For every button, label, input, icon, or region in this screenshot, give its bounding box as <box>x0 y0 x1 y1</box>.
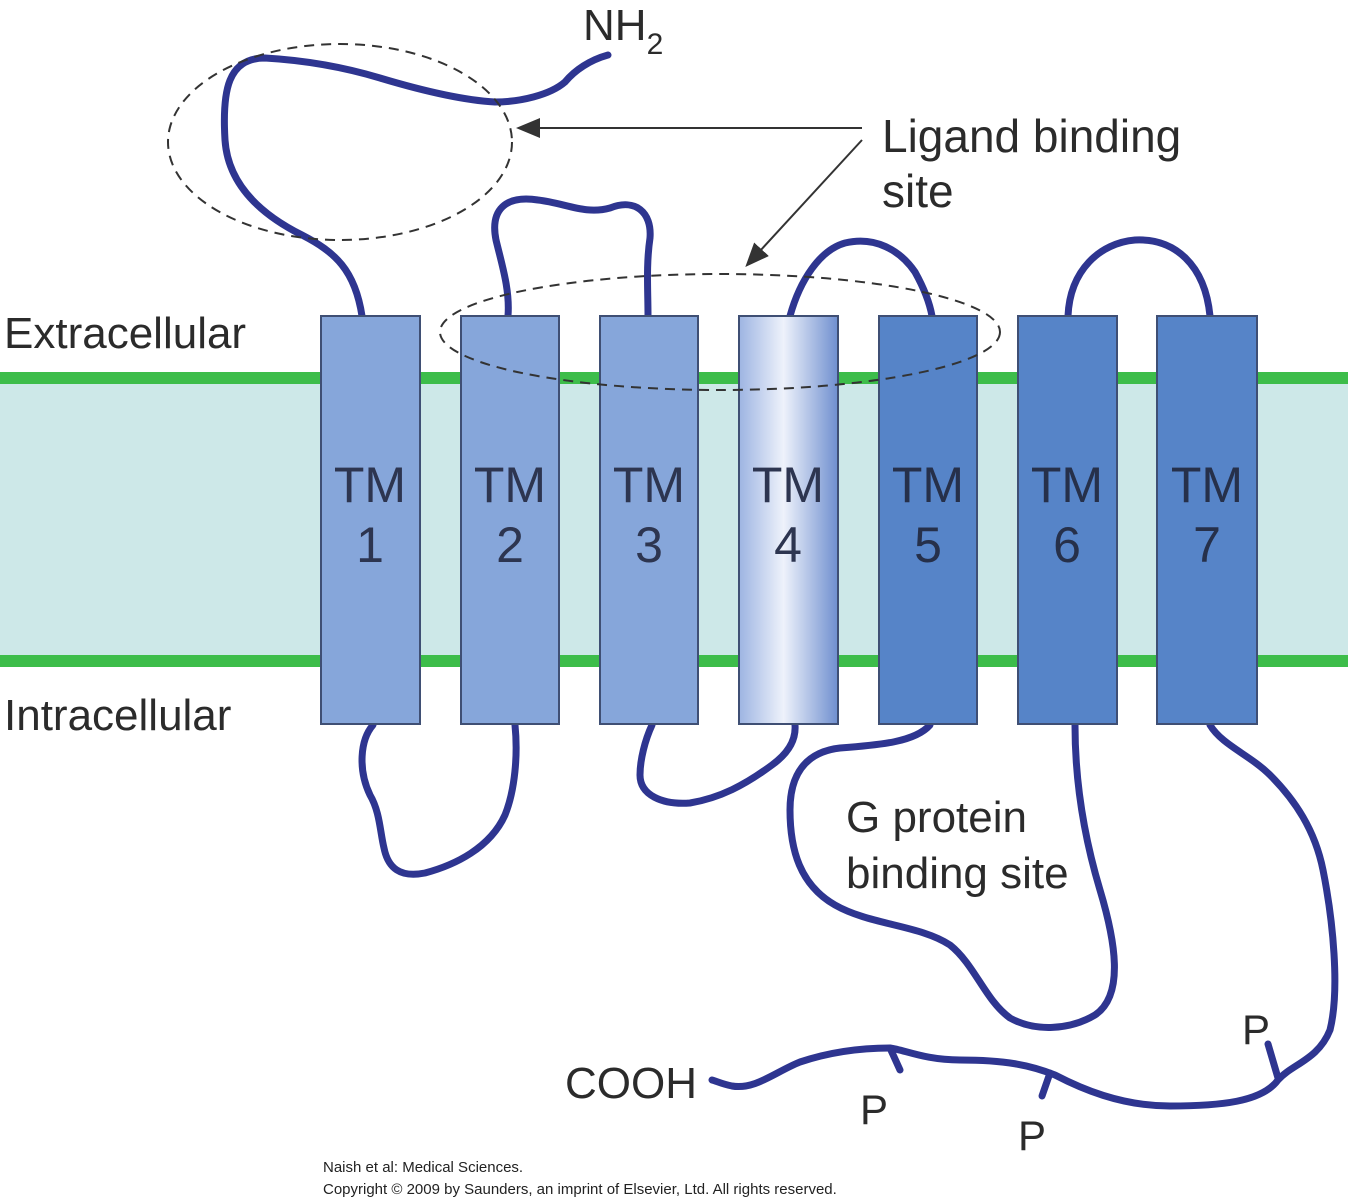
helix-tm4: TM 4 <box>738 315 839 725</box>
ligand-arrow-lower <box>745 139 863 267</box>
helix-tm4-number: 4 <box>774 517 802 573</box>
helix-tm7-label: TM <box>1171 457 1243 513</box>
helix-tm1-number: 1 <box>356 517 384 573</box>
extracellular-label: Extracellular <box>4 309 246 358</box>
nh2-main: NH <box>583 1 647 50</box>
helix-tm5-number: 5 <box>914 517 942 573</box>
cooh-label: COOH <box>565 1059 697 1108</box>
helix-tm6-label: TM <box>1031 457 1103 513</box>
credit-line-1: Naish et al: Medical Sciences. <box>323 1159 523 1176</box>
transmembrane-helices: TM 1 TM 2 TM 3 TM 4 TM 5 TM 6 <box>320 315 1258 725</box>
helix-tm6-number: 6 <box>1053 517 1081 573</box>
phosphate-label-2: P <box>860 1086 888 1133</box>
ligand-site-ellipse-nterm <box>167 43 513 241</box>
helix-tm1: TM 1 <box>320 315 421 725</box>
helix-tm7: TM 7 <box>1156 315 1258 725</box>
helix-tm4-label: TM <box>752 457 824 513</box>
credit-line-2: Copyright © 2009 by Saunders, an imprint… <box>323 1181 837 1198</box>
helix-tm6: TM 6 <box>1017 315 1118 725</box>
helix-tm3-number: 3 <box>635 517 663 573</box>
phosphate-label-1: P <box>1242 1006 1270 1053</box>
helix-tm5: TM 5 <box>878 315 978 725</box>
helix-tm2-number: 2 <box>496 517 524 573</box>
ligand-label-line1: Ligand binding <box>882 110 1181 162</box>
intracellular-label: Intracellular <box>4 691 231 740</box>
protein-chain <box>220 51 1339 1110</box>
helix-tm5-label: TM <box>892 457 964 513</box>
helix-tm3: TM 3 <box>599 315 699 725</box>
helix-tm2-label: TM <box>474 457 546 513</box>
gprotein-label-line2: binding site <box>846 849 1069 898</box>
phosphate-label-3: P <box>1018 1112 1046 1159</box>
helix-tm7-number: 7 <box>1193 517 1221 573</box>
ligand-site-ellipse-transmembrane <box>439 273 1001 391</box>
nh2-subscript: 2 <box>647 28 664 61</box>
ligand-label-line2: site <box>882 165 954 217</box>
nh2-label: NH2 <box>583 1 663 61</box>
helix-tm2: TM 2 <box>460 315 560 725</box>
helix-tm1-label: TM <box>334 457 406 513</box>
gprotein-label-line1: G protein <box>846 793 1027 842</box>
helix-tm3-label: TM <box>613 457 685 513</box>
